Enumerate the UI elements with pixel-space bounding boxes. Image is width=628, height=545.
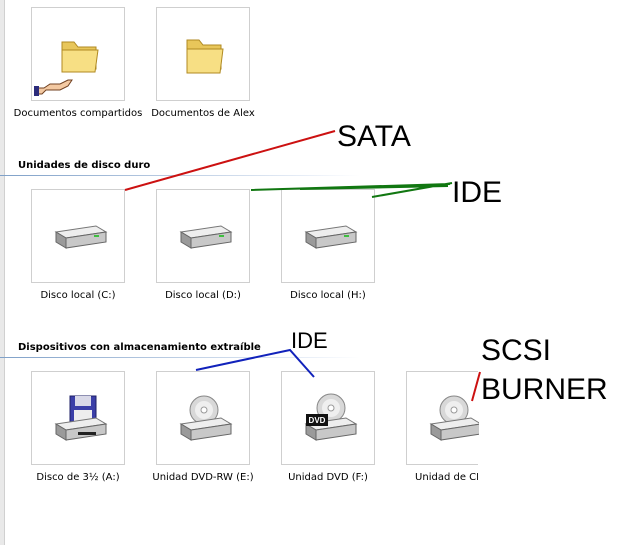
annotation-burner: BURNER [481,373,608,406]
drive-f-dvd[interactable]: DVD [281,371,375,465]
hard-drive-icon [179,225,233,249]
shared-folder-icon [34,41,99,96]
folder-label: Documentos compartidos [13,108,143,119]
dvd-badge: DVD [309,416,326,425]
drive-cd[interactable] [406,371,479,465]
group-divider [0,357,360,358]
drive-d[interactable] [156,189,250,283]
group-title-hard-drives: Unidades de disco duro [18,160,151,171]
group-title-removable: Dispositivos con almacenamiento extraíbl… [18,342,261,353]
drive-label: Unidad DVD (F:) [288,472,368,483]
annotation-scsi: SCSI [481,334,552,367]
group-divider [0,175,360,176]
folder-alex-documents[interactable] [156,7,250,101]
folder-icon [186,39,224,74]
hard-drive-icon [54,225,108,249]
drive-h[interactable] [281,189,375,283]
annotation-ide-top: IDE [452,176,503,209]
dvd-drive-icon: DVD [304,393,358,441]
drive-e-dvdrw[interactable] [156,371,250,465]
drive-label: Disco local (C:) [40,290,116,301]
floppy-drive-icon [54,395,108,441]
drive-label: Disco local (H:) [290,290,366,301]
window-left-edge [0,0,5,545]
cd-drive-icon [179,395,233,441]
drive-a-floppy[interactable] [31,371,125,465]
folder-shared-documents[interactable] [31,7,125,101]
drive-label: Unidad de CD ( [415,472,478,483]
drive-c[interactable] [31,189,125,283]
drive-label: Unidad DVD-RW (E:) [152,472,254,483]
annotation-sata: SATA [337,120,411,153]
drive-label: Disco local (D:) [165,290,241,301]
cd-drive-icon [429,395,479,441]
drive-label: Disco de 3½ (A:) [36,472,120,483]
drive-label-clip: Unidad de CD ( [406,472,478,483]
folder-label: Documentos de Alex [151,108,255,119]
sata-pointer-line [124,130,336,191]
annotation-ide-bottom: IDE [291,328,328,353]
hard-drive-icon [304,225,358,249]
